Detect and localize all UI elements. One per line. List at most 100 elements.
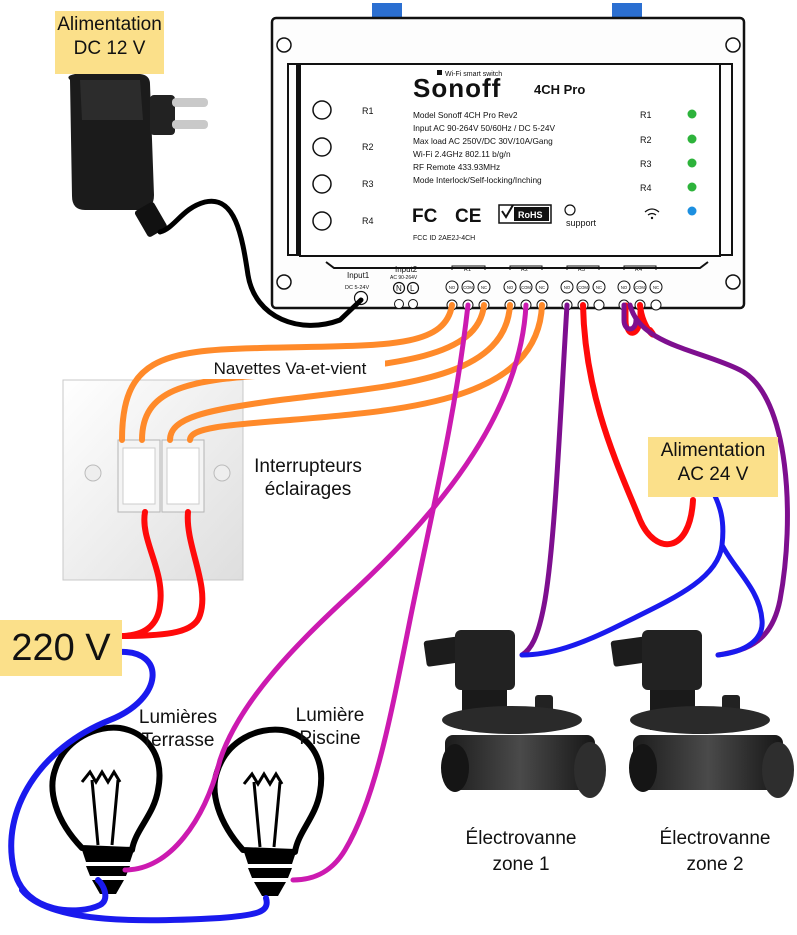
ac24-label-line1: Alimentation — [660, 440, 766, 461]
power-adapter-label-line2: DC 12 V — [73, 37, 146, 59]
fcc-id: FCC ID 2AE2J-4CH — [413, 235, 475, 242]
term-com-1: COM — [463, 285, 473, 290]
relay-button-r1[interactable] — [312, 100, 332, 120]
relay-group-r1: R1 — [464, 267, 471, 273]
screw-left — [84, 464, 102, 482]
mains-220v-label: 220 V — [0, 620, 122, 676]
lamp-terrasse-label-line2: Terrasse — [141, 729, 215, 751]
left-relay-label-r3: R3 — [362, 179, 374, 189]
power-adapter — [68, 74, 208, 237]
solenoid-valve-zone2 — [610, 630, 794, 798]
wire-navette-1 — [119, 302, 455, 443]
wire-lamp-piscine — [290, 302, 471, 883]
right-relay-label-r3: R3 — [640, 159, 652, 169]
led-r4 — [687, 182, 697, 192]
din-clip-left — [372, 3, 402, 21]
ac24-label: Alimentation AC 24 V — [648, 437, 778, 497]
right-relay-label-r1: R1 — [640, 110, 652, 120]
lamp-piscine-label: Lumière Piscine — [280, 705, 380, 751]
relay-button-r2[interactable] — [312, 137, 332, 157]
input1-sub: DC 5-24V — [345, 285, 369, 291]
wire-dc-black — [157, 198, 364, 328]
term-com-4: COM — [635, 285, 645, 290]
sonoff-brand: Sonoff — [413, 73, 501, 103]
cert-support: support — [566, 218, 597, 228]
spec-line-4: Wi-Fi 2.4GHz 802.11 b/g/n — [413, 149, 511, 159]
power-adapter-label: Alimentation DC 12 V — [55, 11, 164, 74]
input2-n-terminal — [392, 281, 406, 295]
term-no-1: NO — [449, 285, 456, 290]
wire-lamp-terrasse — [122, 302, 529, 873]
left-relay-label-r4: R4 — [362, 216, 374, 226]
mount-hole-bl — [276, 274, 292, 290]
led-r2 — [687, 134, 697, 144]
mount-hole-tr — [725, 37, 741, 53]
sonoff-logo-icon — [437, 70, 442, 75]
lamp-terrasse-label: Lumières Terrasse — [118, 707, 238, 753]
input2-sub: AC 90-264V — [390, 275, 418, 281]
relay-button-r3[interactable] — [312, 174, 332, 194]
relay-group-r3: R3 — [578, 267, 585, 273]
power-adapter-label-line1: Alimentation — [57, 14, 162, 35]
valve-zone2-label: Électrovanne zone 2 — [640, 826, 790, 877]
valve-zone2-label-line1: Électrovanne — [659, 828, 771, 849]
wire-valve2-purple — [627, 302, 790, 658]
mount-hole-br — [725, 274, 741, 290]
wire-navette-3 — [167, 302, 513, 443]
relay-button-r4[interactable] — [312, 211, 332, 231]
relay-group-r2: R2 — [521, 267, 528, 273]
term-com-2: COM — [521, 285, 531, 290]
switches-label: Interrupteurs éclairages — [238, 456, 378, 502]
sonoff-model-name: 4CH Pro — [534, 82, 585, 97]
support-icon — [564, 204, 576, 216]
din-clip-right — [612, 3, 642, 21]
spec-line-5: RF Remote 433.93MHz — [413, 162, 500, 172]
left-relay-label-r2: R2 — [362, 142, 374, 152]
right-relay-label-r4: R4 — [640, 183, 652, 193]
lightbulb-terrasse-icon — [49, 724, 163, 894]
term-nc-1: NC — [481, 285, 487, 290]
input2-l-terminal — [406, 281, 420, 295]
spec-line-2: Input AC 90-264V 50/60Hz / DC 5-24V — [413, 123, 556, 133]
spec-line-6: Mode Interlock/Self-locking/Inching — [413, 175, 542, 185]
term-no-3: NO — [564, 285, 571, 290]
switches-label-line2: éclairages — [264, 478, 352, 500]
wire-ac24-red — [580, 302, 696, 548]
input2-l: L — [410, 284, 415, 293]
led-wifi — [687, 206, 697, 216]
input2-n: N — [396, 284, 402, 293]
relay-group-r4: R4 — [635, 267, 642, 273]
valve-zone1-label-line1: Électrovanne — [465, 828, 577, 849]
right-relay-label-r2: R2 — [640, 135, 652, 145]
term-nc-4: NC — [653, 285, 659, 290]
wifi-icon — [644, 208, 660, 216]
cert-rohs: RoHS — [518, 210, 543, 220]
left-relay-label-r1: R1 — [362, 106, 374, 116]
valve-zone1-label: Électrovanne zone 1 — [446, 826, 596, 877]
lamp-piscine-label-line2: Piscine — [299, 727, 361, 749]
spec-line-3: Max load AC 250V/DC 30V/10A/Gang — [413, 136, 553, 146]
led-r3 — [687, 158, 697, 168]
navettes-label: Navettes Va-et-vient — [195, 359, 385, 380]
cert-fc: FC — [412, 206, 438, 227]
lamp-terrasse-label-line1: Lumières — [138, 707, 218, 728]
wire-red-220-b — [117, 509, 206, 639]
wire-red-220-a — [117, 509, 164, 639]
wire-valve1-purple — [519, 302, 570, 658]
term-no-2: NO — [507, 285, 514, 290]
valve-zone2-label-line2: zone 2 — [686, 853, 744, 875]
switches-label-line1: Interrupteurs — [254, 456, 362, 477]
lightbulb-piscine-icon — [211, 726, 325, 896]
mount-hole-tl — [276, 37, 292, 53]
led-r1 — [687, 109, 697, 119]
spec-line-1: Model Sonoff 4CH Pro Rev2 — [413, 110, 518, 120]
term-no-4: NO — [621, 285, 628, 290]
lamp-piscine-label-line1: Lumière — [295, 705, 365, 726]
input2-title: Input2 — [395, 265, 418, 274]
ac24-label-line2: AC 24 V — [677, 463, 749, 485]
term-nc-3: NC — [596, 285, 602, 290]
light-switch-plate — [62, 379, 244, 581]
input1-title: Input1 — [347, 271, 370, 280]
term-com-3: COM — [578, 285, 588, 290]
